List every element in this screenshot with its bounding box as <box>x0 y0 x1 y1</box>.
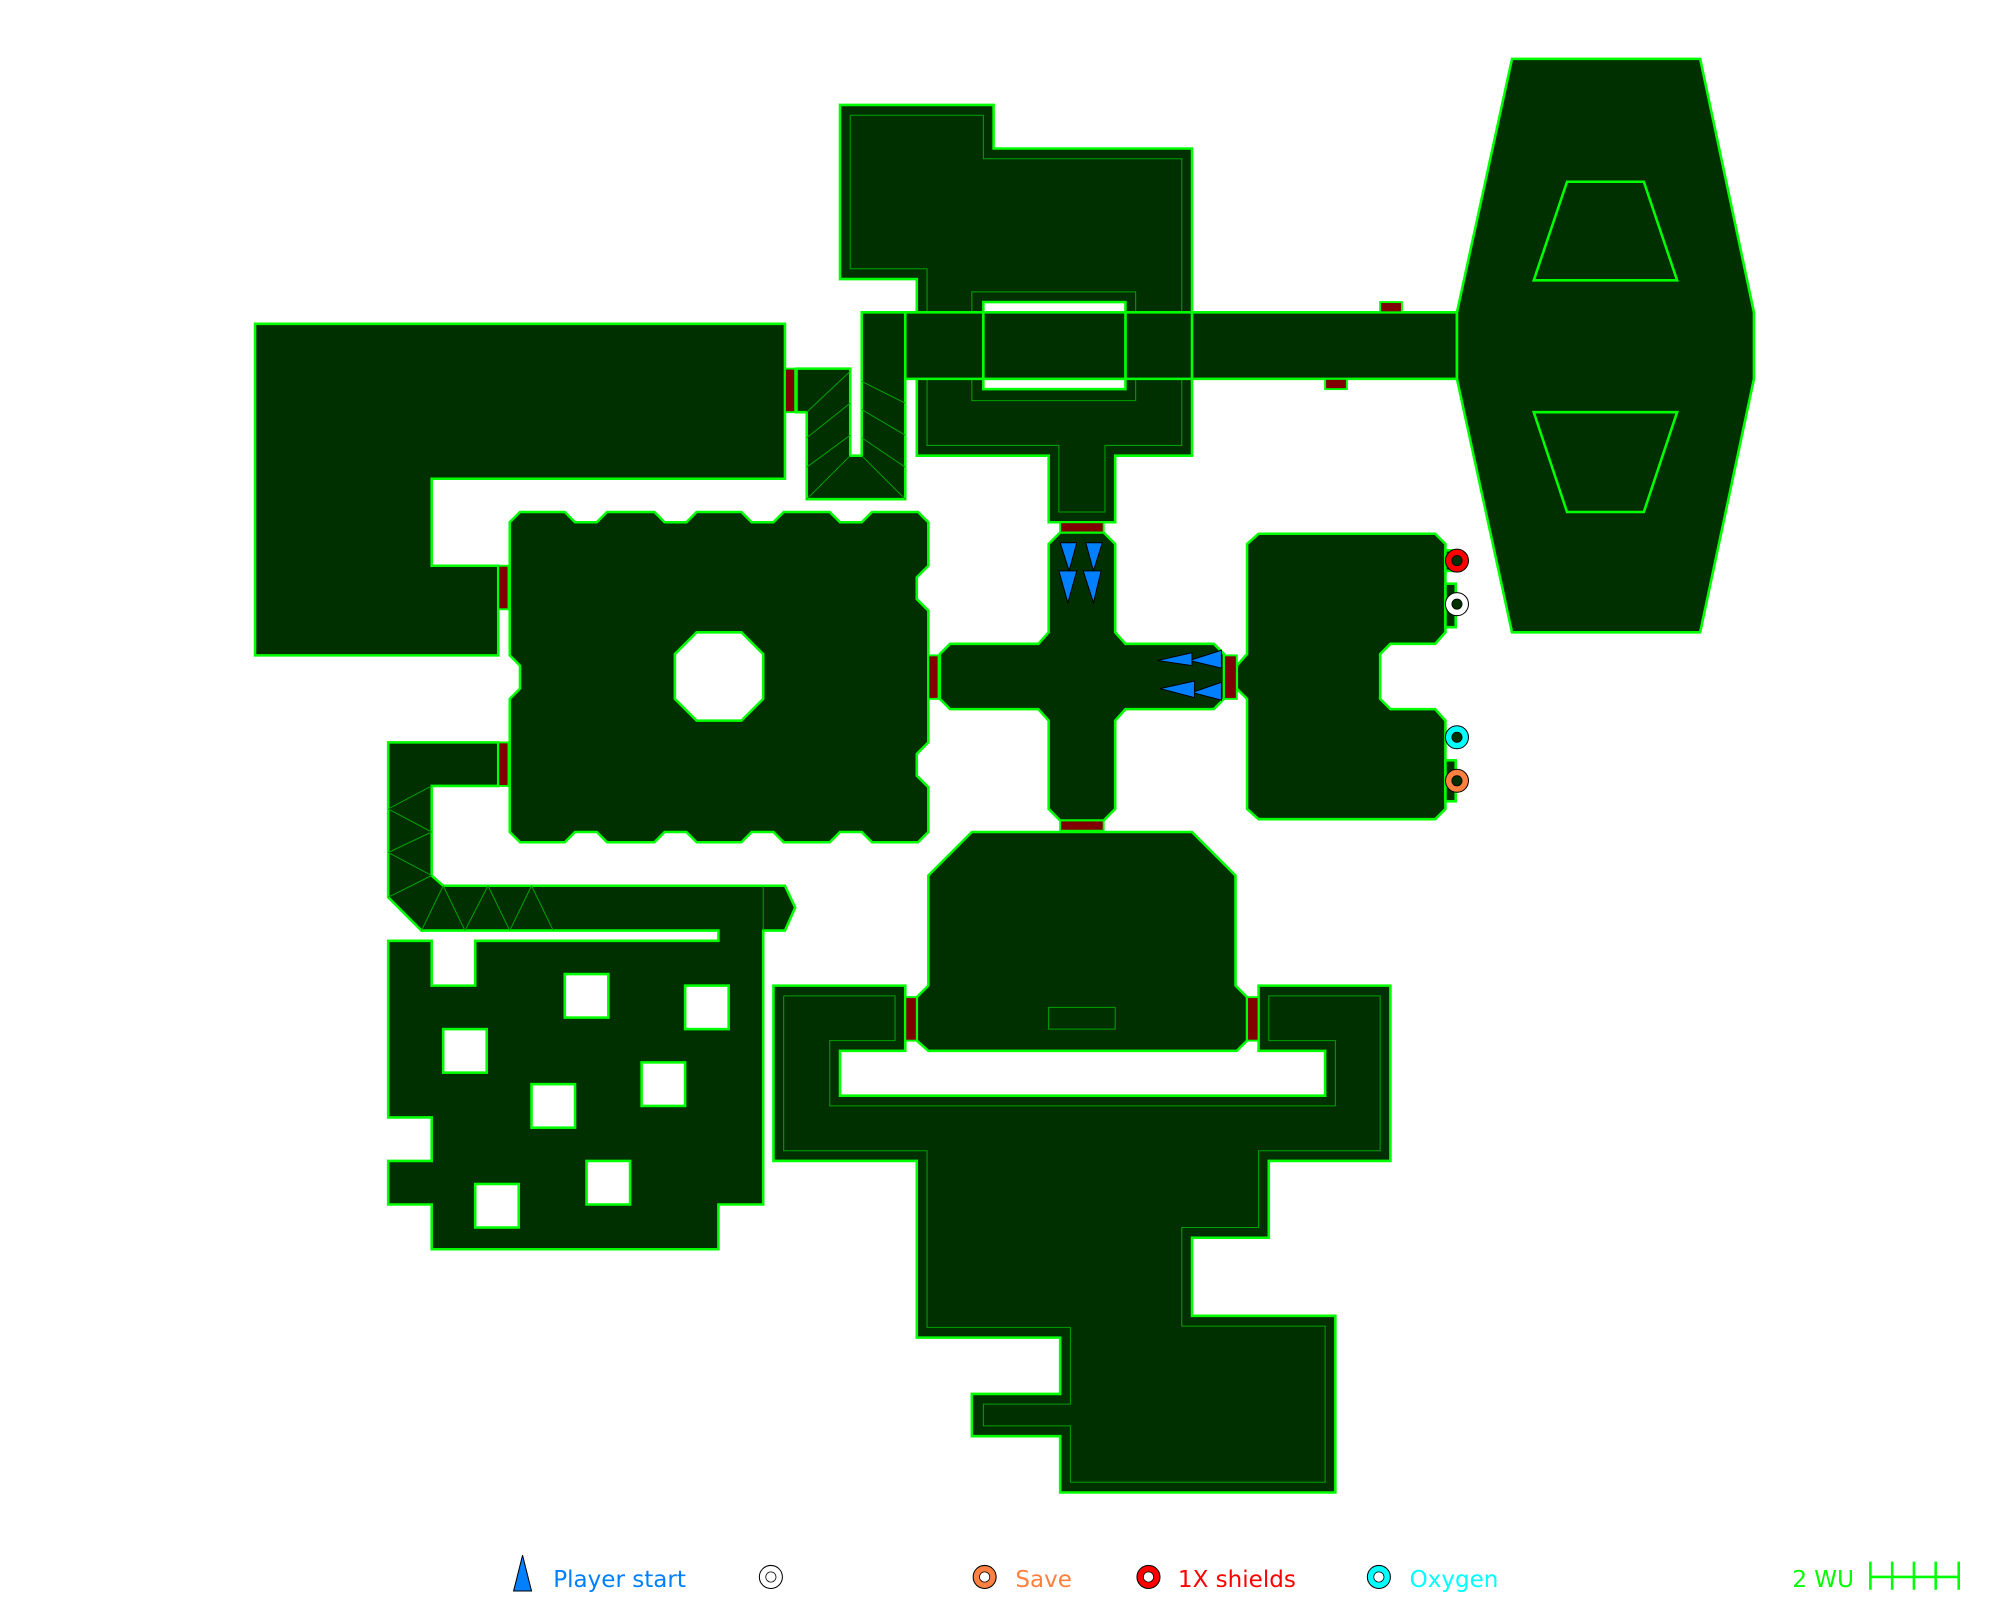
room-cross-junction <box>938 531 1226 822</box>
door[interactable] <box>497 741 510 787</box>
player-start-icon <box>1059 542 1078 573</box>
door[interactable] <box>784 367 797 414</box>
scale-bar <box>1869 1561 1960 1590</box>
pillars <box>441 972 730 1229</box>
legend-player-start: Player start <box>553 1567 686 1593</box>
door[interactable] <box>1059 819 1105 832</box>
central-pillar <box>673 631 765 722</box>
legend: Player start Save 1X shields Oxygen 2 WU <box>512 1555 1960 1593</box>
room-south-inner-line <box>783 995 1381 1483</box>
legend-shields: 1X shields <box>1178 1567 1296 1593</box>
south-hall-marker <box>1048 1006 1116 1030</box>
legend-oxygen: Oxygen <box>1410 1567 1499 1593</box>
scale-label: 2 WU <box>1792 1567 1854 1593</box>
legend-save: Save <box>1015 1567 1072 1593</box>
player-start-icon <box>1187 649 1222 669</box>
platform-north <box>1531 180 1679 282</box>
player-start-icon <box>1190 681 1222 701</box>
door[interactable] <box>1379 301 1403 314</box>
player-start-icon <box>1085 542 1104 573</box>
player-start-icon <box>1159 680 1196 699</box>
room-south <box>772 984 1392 1494</box>
door[interactable] <box>1059 521 1105 534</box>
player-start-markers <box>1058 542 1222 701</box>
door[interactable] <box>1223 654 1238 700</box>
player-start-icon <box>1082 570 1102 605</box>
player-start-icon <box>1058 570 1078 605</box>
ramp-lines <box>387 785 764 931</box>
player-start-legend-icon <box>512 1555 533 1592</box>
door[interactable] <box>497 564 510 611</box>
room-east <box>1235 532 1447 821</box>
door[interactable] <box>904 996 918 1042</box>
items <box>1444 548 1469 793</box>
platform-south <box>1531 410 1679 514</box>
room-hexagon-east <box>1455 57 1756 634</box>
stair-lines <box>806 370 906 500</box>
door[interactable] <box>1246 996 1260 1042</box>
room-north-inner-line <box>849 114 1183 513</box>
doors <box>497 301 1403 1042</box>
door[interactable] <box>927 654 940 700</box>
door[interactable] <box>1324 377 1348 391</box>
player-start-icon <box>1157 652 1193 667</box>
corridor-bridge <box>982 311 1127 381</box>
room-south-hall <box>915 830 1249 1053</box>
